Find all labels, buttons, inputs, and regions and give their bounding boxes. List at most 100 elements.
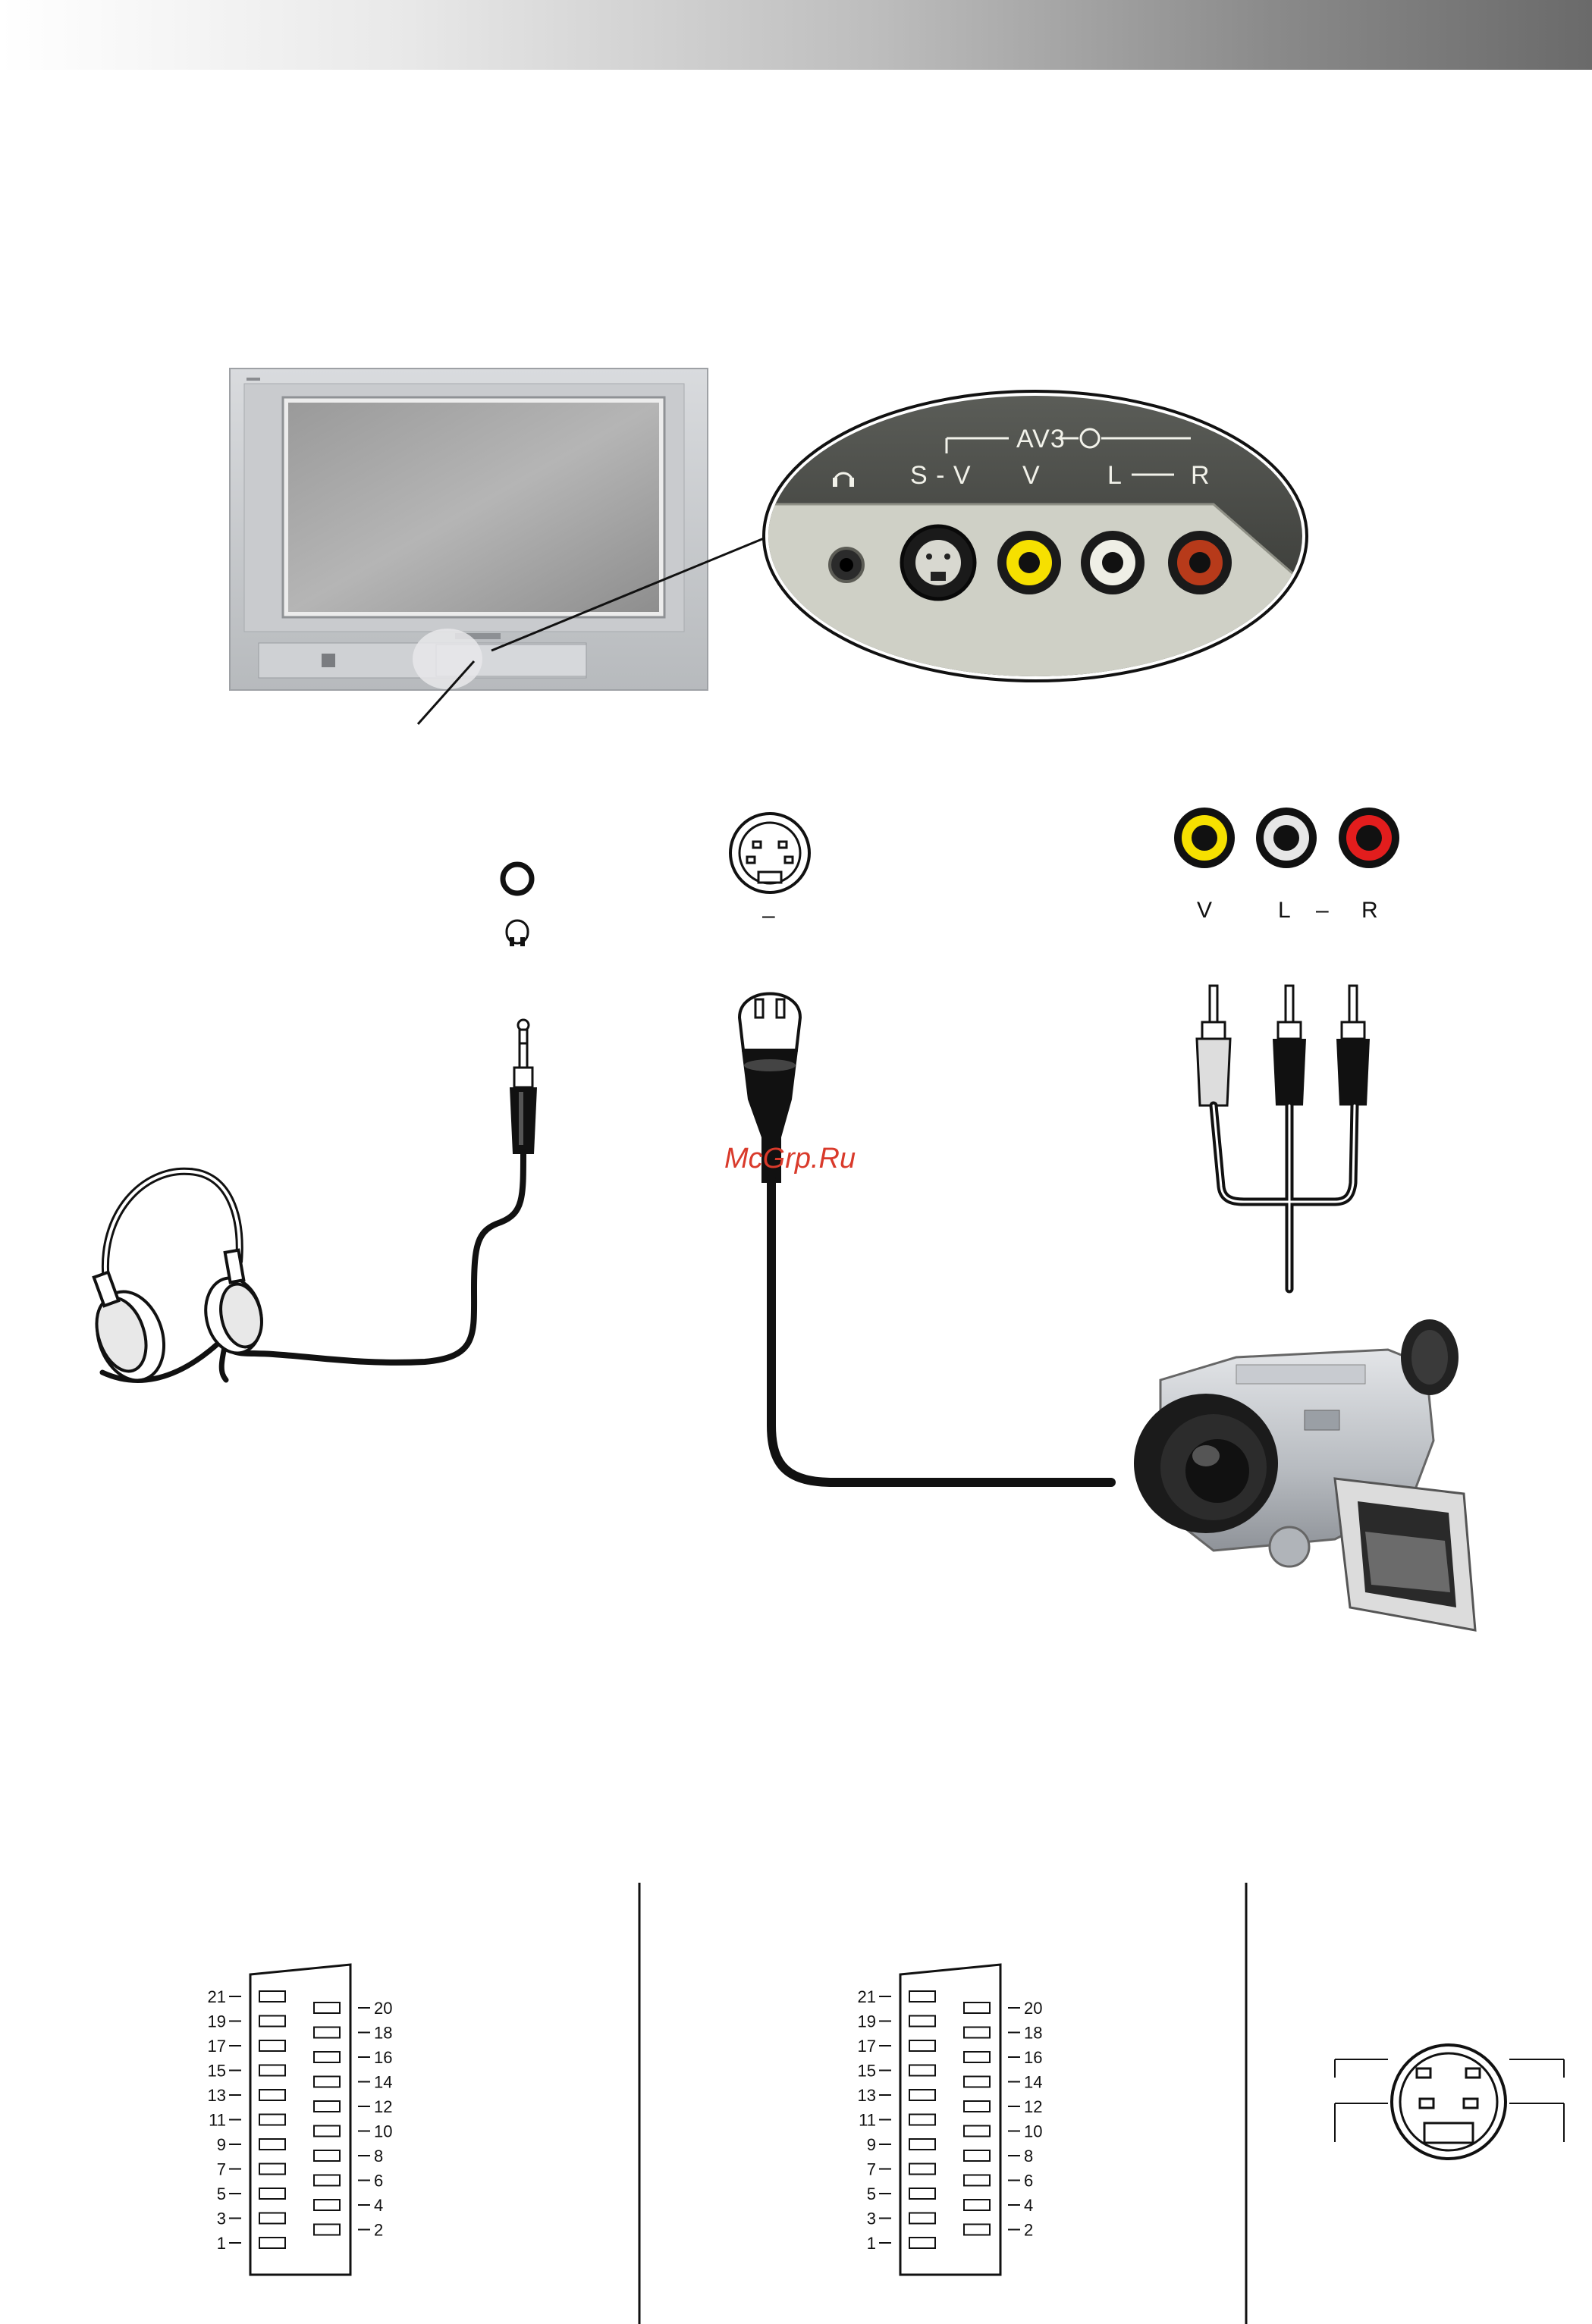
headphone-socket-symbol <box>503 864 532 946</box>
scart-pin-label: 9 <box>867 2135 876 2154</box>
scart-pin-8 <box>314 2150 340 2161</box>
panel-audio-r-jack <box>1168 531 1232 594</box>
scart-pin-label: 1 <box>867 2234 876 2253</box>
svideo-cable <box>771 1179 1111 1482</box>
scart-pin-2 <box>964 2225 990 2235</box>
scart-pin-label: 4 <box>374 2196 383 2215</box>
panel-sv-label: S - V <box>910 461 972 490</box>
panel-headphone-jack <box>830 548 863 582</box>
scart-pin-label: 6 <box>1024 2172 1033 2191</box>
scart-pin-12 <box>314 2101 340 2112</box>
scart-pin-6 <box>314 2175 340 2186</box>
panel-l-label: L <box>1107 461 1123 490</box>
rca-plug-video <box>1197 986 1230 1106</box>
svideo-dash: – <box>762 903 775 928</box>
scart-pin-label: 3 <box>217 2210 226 2228</box>
scart-pin-7 <box>259 2164 285 2175</box>
rca-l-label: L <box>1278 898 1291 923</box>
scart-pin-label: 18 <box>374 2024 392 2043</box>
scart-pin-label: 9 <box>217 2135 226 2154</box>
scart-pin-label: 21 <box>208 1987 226 2006</box>
scart-pin-label: 2 <box>374 2221 383 2240</box>
scart-pin-label: 13 <box>208 2086 226 2105</box>
svideo-pinout-diagram <box>1335 2045 1564 2159</box>
scart-pin-label: 15 <box>208 2062 226 2081</box>
scart-pin-13 <box>259 2090 285 2100</box>
scart-right-pin-grid: 211917151311975312018161412108642 <box>858 1987 1043 2253</box>
scart-pin-label: 11 <box>209 2111 226 2130</box>
panel-video-jack <box>997 531 1061 594</box>
rca-plug-audio-l <box>1273 986 1306 1106</box>
scart-pin-17 <box>259 2040 285 2051</box>
scart-pin-label: 8 <box>374 2147 383 2166</box>
scart-pin-9 <box>259 2139 285 2150</box>
rca-r-label: R <box>1361 898 1378 923</box>
scart-pin-label: 20 <box>1024 1999 1042 2018</box>
scart-pin-label: 11 <box>859 2111 876 2130</box>
svideo-socket-symbol <box>730 814 809 892</box>
scart-pin-label: 16 <box>374 2048 392 2067</box>
scart-pin-2 <box>314 2225 340 2235</box>
scart-pin-3 <box>259 2213 285 2224</box>
scart-pin-14 <box>964 2077 990 2087</box>
scart-pin-1 <box>259 2238 285 2248</box>
scart-pin-10 <box>964 2126 990 2137</box>
scart-pin-label: 17 <box>208 2037 226 2056</box>
scart-pin-label: 16 <box>1024 2048 1042 2067</box>
scart-pin-label: 8 <box>1024 2147 1033 2166</box>
scart-pin-label: 6 <box>374 2172 383 2191</box>
scart-pin-21 <box>259 1991 285 2002</box>
scart-pin-label: 4 <box>1024 2196 1033 2215</box>
rca-audio-l-socket <box>1256 808 1317 868</box>
scart-pin-3 <box>909 2213 935 2224</box>
scart-pin-5 <box>909 2188 935 2199</box>
scart-pin-19 <box>259 2016 285 2027</box>
rca-v-label: V <box>1197 898 1212 923</box>
scart-pin-label: 5 <box>867 2184 876 2203</box>
scart-pin-17 <box>909 2040 935 2051</box>
scart-pin-label: 5 <box>217 2184 226 2203</box>
scart-pin-label: 19 <box>208 2012 226 2031</box>
rca-cable <box>1214 1106 1355 1289</box>
panel-svideo-jack <box>902 526 975 599</box>
scart-pin-16 <box>964 2052 990 2062</box>
headphone-cable <box>228 1153 523 1363</box>
scart-pin-7 <box>909 2164 935 2175</box>
scart-pin-label: 12 <box>374 2097 392 2116</box>
scart-pin-18 <box>964 2028 990 2038</box>
scart-pin-label: 18 <box>1024 2024 1042 2043</box>
scart-pin-11 <box>909 2115 935 2125</box>
rca-dash: – <box>1316 898 1329 923</box>
scart-pin-label: 17 <box>858 2037 876 2056</box>
scart-pin-label: 7 <box>867 2160 876 2179</box>
scart-pin-label: 20 <box>374 1999 392 2018</box>
scart-pin-9 <box>909 2139 935 2150</box>
scart-pin-label: 10 <box>374 2122 392 2141</box>
rca-plug-audio-r <box>1336 986 1370 1106</box>
scart-pin-8 <box>964 2150 990 2161</box>
scart-pin-1 <box>909 2238 935 2248</box>
panel-v-label: V <box>1022 461 1041 490</box>
rca-audio-r-socket <box>1339 808 1399 868</box>
panel-audio-l-jack <box>1081 531 1145 594</box>
scart-pin-label: 1 <box>217 2234 226 2253</box>
headphones-illustration <box>86 1171 268 1389</box>
scart-pin-label: 21 <box>858 1987 876 2006</box>
scart-pin-10 <box>314 2126 340 2137</box>
scart-pin-13 <box>909 2090 935 2100</box>
headphone-plug <box>510 1020 537 1154</box>
scart-pin-label: 10 <box>1024 2122 1042 2141</box>
scart-pin-14 <box>314 2077 340 2087</box>
scart-pin-15 <box>259 2065 285 2076</box>
scart-pin-12 <box>964 2101 990 2112</box>
scart-pin-5 <box>259 2188 285 2199</box>
scart-pin-label: 3 <box>867 2210 876 2228</box>
watermark-text: McGrp.Ru <box>724 1143 856 1175</box>
scart-pin-20 <box>964 2003 990 2013</box>
scart-pin-label: 14 <box>374 2073 392 2092</box>
panel-r-label: R <box>1191 461 1210 490</box>
scart-pin-6 <box>964 2175 990 2186</box>
scart-pin-label: 7 <box>217 2160 226 2179</box>
rca-video-socket <box>1174 808 1235 868</box>
